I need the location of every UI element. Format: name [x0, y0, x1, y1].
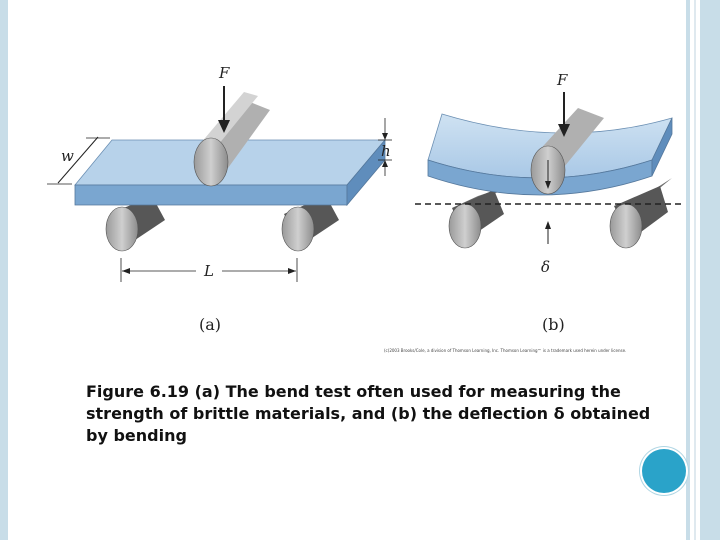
support-cylinder-left-b [448, 184, 514, 249]
figure-caption: Figure 6.19 (a) The bend test often used… [86, 382, 651, 445]
sublabel-a: (a) [199, 315, 221, 334]
copyright-credit: (c)2003 Brooks/Cole, a division of Thoms… [384, 348, 627, 353]
support-cylinder-right-b [609, 178, 672, 249]
height-label: h [381, 142, 391, 160]
force-label-a: F [218, 64, 230, 82]
panel-b: F δ (b) [415, 71, 684, 334]
deflection-arrow-up [545, 221, 551, 244]
right-border-inner [686, 0, 690, 540]
panel-a: F w h L (a) [47, 64, 392, 334]
force-label-b: F [556, 71, 568, 89]
width-dimension [47, 136, 110, 185]
length-dimension [120, 258, 298, 282]
right-border-outer [700, 0, 720, 540]
sublabel-b: (b) [542, 315, 565, 334]
deflection-label: δ [541, 258, 550, 276]
force-arrow-b [558, 92, 570, 137]
width-label: w [61, 147, 74, 165]
length-label: L [203, 262, 214, 280]
force-arrow-a [218, 86, 230, 133]
height-dimension [378, 118, 392, 176]
decorative-circle [642, 449, 686, 493]
right-border-line [694, 0, 696, 540]
left-border [0, 0, 8, 540]
deflection-arrow-down [545, 160, 551, 189]
